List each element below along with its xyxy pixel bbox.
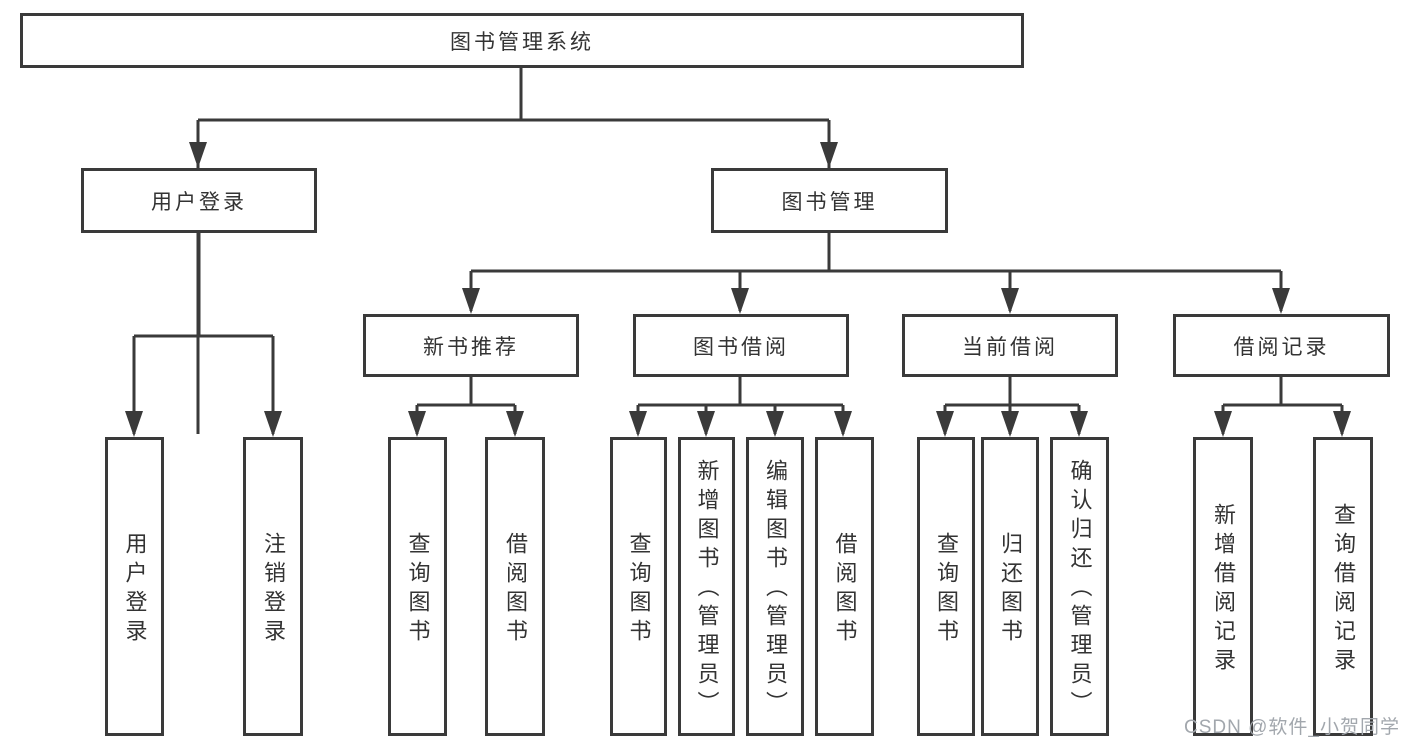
arrow-icon [1001, 288, 1019, 314]
node-root: 图书管理系统 [20, 13, 1024, 68]
arrow-icon [506, 411, 524, 437]
leaf-user-login: 用户登录 [105, 437, 164, 736]
arrow-icon [697, 411, 715, 437]
connector-root-to-level2 [196, 68, 831, 434]
connector-borrowing-children [636, 377, 845, 434]
arrow-icon [834, 411, 852, 437]
arrow-icon [936, 411, 954, 437]
leaf-bb-add-book-admin: 新增图书（管理员） [678, 437, 735, 736]
connector-records-children [1221, 377, 1344, 434]
arrow-icon [1070, 411, 1088, 437]
arrow-icon [1001, 411, 1019, 437]
leaf-bb-edit-book-admin: 编辑图书（管理员） [746, 437, 804, 736]
leaf-nb-borrow-book: 借阅图书 [485, 437, 545, 736]
arrow-icon [408, 411, 426, 437]
leaf-logout-login: 注销登录 [243, 437, 303, 736]
arrow-icon [820, 142, 838, 168]
leaf-cb-confirm-return-admin: 确认归还（管理员） [1050, 437, 1109, 736]
arrow-icon [731, 288, 749, 314]
leaf-cb-query-book: 查询图书 [917, 437, 975, 736]
arrow-icon [1272, 288, 1290, 314]
arrow-icon [766, 411, 784, 437]
leaf-bb-borrow-book: 借阅图书 [815, 437, 874, 736]
node-book-borrowing: 图书借阅 [633, 314, 849, 377]
connector-userlogin-children [132, 232, 275, 434]
arrow-icon [125, 411, 143, 437]
arrow-icon [1214, 411, 1232, 437]
leaf-br-add-record: 新增借阅记录 [1193, 437, 1253, 736]
node-book-management: 图书管理 [711, 168, 948, 233]
node-new-book-recommend: 新书推荐 [363, 314, 579, 377]
node-borrowing-records: 借阅记录 [1173, 314, 1390, 377]
leaf-cb-return-book: 归还图书 [981, 437, 1039, 736]
arrow-icon [189, 142, 207, 168]
connector-bookmgmt-children [469, 232, 1283, 311]
leaf-nb-query-book: 查询图书 [388, 437, 447, 736]
arrow-icon [264, 411, 282, 437]
leaf-bb-query-book: 查询图书 [610, 437, 667, 736]
node-current-borrowing: 当前借阅 [902, 314, 1118, 377]
connector-newbook-children [415, 377, 517, 434]
arrow-icon [1333, 411, 1351, 437]
node-user-login-group: 用户登录 [81, 168, 317, 233]
leaf-br-query-record: 查询借阅记录 [1313, 437, 1373, 736]
csdn-watermark: CSDN @软件_小贺同学 [1184, 717, 1400, 738]
arrow-icon [629, 411, 647, 437]
arrow-icon [462, 288, 480, 314]
